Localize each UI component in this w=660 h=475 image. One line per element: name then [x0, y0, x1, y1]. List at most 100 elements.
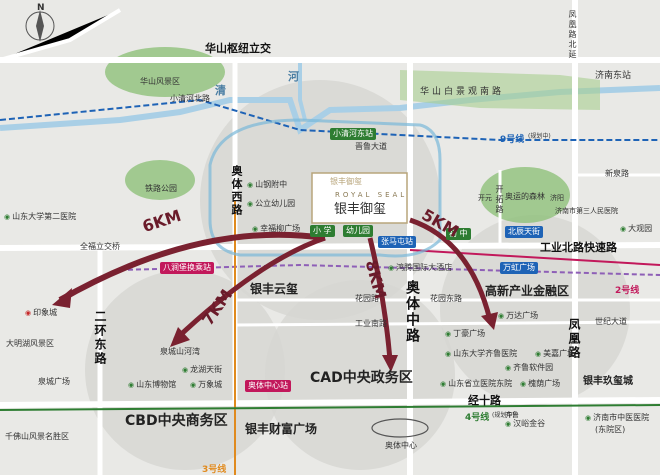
station-zhangma-tun: 张马屯站: [378, 236, 416, 248]
label-sdu-qilu-hospital: 山东大学齐鲁医院: [445, 350, 517, 358]
arrow-8km: [367, 237, 393, 361]
label-river-he: 河: [288, 70, 299, 83]
label-huashan-park: 华山风景区: [140, 77, 180, 86]
metro-label-3: 3号线: [202, 465, 227, 475]
metro-label-9-sub: (规划中): [528, 133, 551, 140]
label-kindergarten: 公立幼儿园: [247, 200, 295, 208]
label-shantou-school: 山钢附中: [247, 181, 287, 189]
label-qilu-software: 齐鲁软件园: [505, 364, 553, 372]
arrow-7km-head: [170, 327, 190, 347]
label-forest: 奥运的森林: [505, 192, 545, 201]
label-mei-square: 美嘉广场: [535, 350, 575, 358]
label-shiji-road: 世纪大道: [595, 317, 627, 326]
canal: [298, 60, 307, 121]
metro-label-9: 9号线: [500, 135, 525, 145]
project-name-cn: 银丰御玺: [334, 202, 387, 217]
label-tiemen-park: 铁路公园: [145, 184, 177, 193]
label-xinji-square: 幸福柳广场: [252, 225, 300, 233]
label-huashan-interchange: 华山枢纽立交: [205, 42, 271, 55]
label-huayuan-east: 花园东路: [430, 294, 462, 303]
label-jinan-third-hospital: 济南市第三人民医院: [555, 207, 618, 215]
tag-primary-school: 小 学: [310, 225, 335, 237]
metro-label-4: 4号线: [465, 413, 490, 423]
arrow-6km: [58, 231, 326, 303]
station-aoti-center: 奥体中心站: [245, 380, 291, 392]
road-diagonal: [0, 8, 122, 62]
label-qilu: 齐鲁: [505, 411, 519, 419]
tag-middle-school: 初 中: [446, 228, 471, 240]
label-east-interchange: 全福立交桥: [80, 242, 120, 251]
arrow-5km-head: [481, 312, 498, 330]
zone-yinfeng-cloud: 银丰云玺: [250, 282, 299, 296]
label-huai-square: 槐荫广场: [520, 380, 560, 388]
zone-cbd: CBD中央商务区: [125, 413, 228, 429]
station-xiaoqinghe-east: 小清河东站: [330, 128, 376, 140]
label-kaituo-road: 开拓路: [495, 185, 504, 215]
label-jinan-middle-hospital: 济南市中医医院: [585, 414, 649, 422]
arrow-8km-head: [382, 355, 398, 372]
metro-label-4-sub: (规划中): [492, 412, 515, 419]
label-wanda-square: 万达广场: [498, 312, 538, 320]
zone-cad: CAD中央政务区: [310, 370, 413, 386]
metro-ring: [208, 118, 442, 258]
metro-line-4: [0, 404, 660, 411]
label-longhu-lake: 龙湖天街: [182, 366, 222, 374]
label-industrial-north: 工业北路快速路: [540, 241, 617, 254]
label-xiaoqinghe-north: 小清河北路: [170, 94, 210, 103]
label-jinlu-road: 晋鲁大道: [355, 142, 387, 151]
label-jiyang: 济阳: [550, 194, 564, 202]
project-name-en: ROYAL SEAL: [335, 191, 408, 199]
label-quancheng-square: 泉城广场: [38, 377, 70, 386]
zone-yinfeng-jade: 银丰玖玺城: [583, 376, 633, 387]
label-qianfo-mountain: 千佛山风景名胜区: [5, 432, 69, 441]
label-shandong-museum: 山东博物馆: [128, 381, 176, 389]
label-jinan-middle-hospital-sub: (东院区): [595, 425, 626, 434]
label-xinquan-road: 新泉路: [605, 169, 629, 178]
label-dagao: 大观园: [620, 225, 652, 233]
project-card-bg: [311, 172, 408, 224]
label-shandong-univ-hospital2: 山东大学第二医院: [4, 213, 76, 221]
arrow-6km-head: [52, 288, 72, 308]
label-yinji-square: 印象城: [25, 309, 57, 317]
label-hongxin-hotel: 鸿腾国际大酒店: [388, 264, 452, 272]
road-jingshi: [0, 397, 660, 408]
station-beishang: 北辰天街: [505, 226, 543, 238]
label-huashan-scenic-road: 华山白景观南路: [420, 87, 505, 97]
compass-label: N: [37, 3, 45, 13]
tag-kindergarten: 幼儿园: [343, 225, 373, 237]
label-aoti-center: 奥体中心: [385, 441, 417, 450]
project-logo-top: 银丰御玺: [330, 177, 362, 186]
forest-area: [480, 167, 570, 223]
station-wanhong: 万虹广场: [500, 262, 538, 274]
label-gongye-south: 工业南路: [355, 319, 387, 328]
road-industrial-north: [0, 242, 660, 251]
metro-line-2: [409, 249, 660, 266]
label-kaiyuan: 开元: [478, 194, 492, 202]
label-aoti-middle: 奥体中路: [404, 280, 420, 344]
label-hanyu: 汉峪金谷: [505, 420, 545, 428]
label-ding-square: 丁豪广场: [445, 330, 485, 338]
label-jingshi-road: 经十路: [468, 394, 501, 407]
label-sd-hospital: 山东省立医院东院: [440, 380, 512, 388]
huashan-strip: [400, 70, 600, 110]
label-quancheng-park: 泉城山河湾: [160, 347, 200, 356]
label-river-qing: 清: [215, 84, 226, 97]
aoti-stadium: [371, 418, 429, 438]
road-gongye-south: [234, 320, 660, 327]
label-wanxiang: 万象城: [190, 381, 222, 389]
tiemen-park-area: [125, 160, 195, 200]
arrow-7km: [173, 235, 326, 342]
label-jinan-east: 济南东站: [595, 71, 632, 81]
zone-high-tech: 高新产业金融区: [485, 284, 570, 298]
label-daming-lake: 大明湖风景区: [6, 339, 54, 348]
zone-wealth-square: 银丰财富广场: [245, 422, 318, 436]
label-aoti-west: 奥体西路: [230, 165, 243, 217]
label-huayuan-road: 花园路: [355, 294, 379, 303]
arrow-5km: [409, 217, 493, 321]
label-fenghuang-north: 凤凰路北延: [568, 10, 577, 60]
compass-needle: [36, 10, 44, 42]
metro-label-2: 2号线: [615, 286, 640, 296]
label-second-ring: 二环东路: [93, 310, 107, 366]
